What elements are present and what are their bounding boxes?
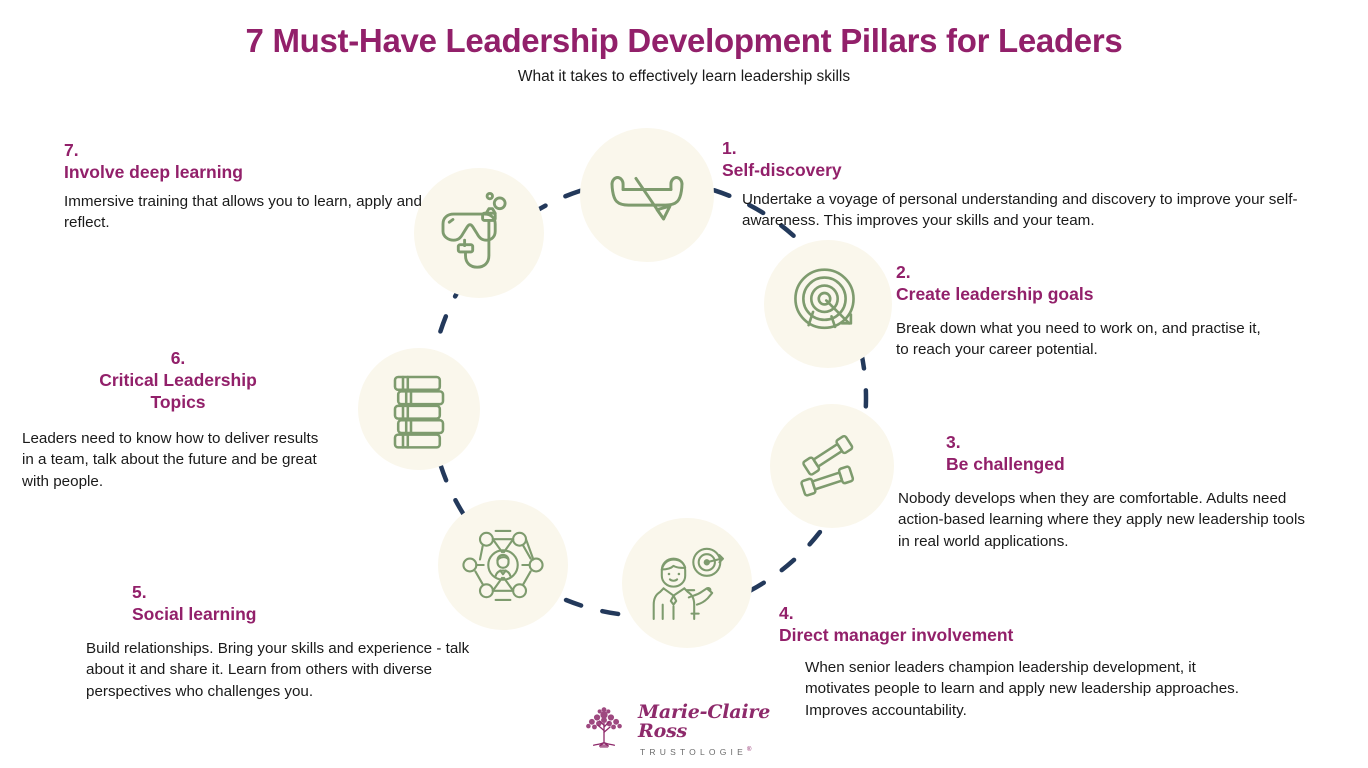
pillar-text-7: 7. Involve deep learning Immersive train… xyxy=(64,118,434,234)
tree-icon xyxy=(578,701,630,758)
pillar-body-6: Leaders need to know how to deliver resu… xyxy=(22,429,319,490)
pillar-text-6: 6. Critical Leadership Topics Leaders ne… xyxy=(22,326,334,492)
pillar-text-4: 4. Direct manager involvement When senio… xyxy=(779,581,1249,721)
pillar-title-3: Be challenged xyxy=(946,453,1065,474)
logo-brand-name: Marie-Claire Ross xyxy=(638,701,771,742)
pillar-body-7: Immersive training that allows you to le… xyxy=(64,192,422,232)
pillar-node-7[interactable] xyxy=(414,168,544,298)
pillar-number-1: 1. xyxy=(722,137,737,158)
pillar-node-2[interactable] xyxy=(764,240,892,368)
book-stack-icon xyxy=(382,369,456,449)
dumbbells-icon xyxy=(790,424,874,508)
pillar-node-5[interactable] xyxy=(438,500,568,630)
pillar-heading-5: 5. Social learning xyxy=(132,560,486,626)
pillar-node-3[interactable] xyxy=(770,404,894,528)
pillar-heading-3: 3. Be challenged xyxy=(946,410,1310,476)
pillar-title-1: Self-discovery xyxy=(722,159,842,180)
pillar-number-7: 7. xyxy=(64,139,79,160)
pillar-text-2: 2. Create leadership goals Break down wh… xyxy=(896,240,1276,361)
pillar-number-2: 2. xyxy=(896,261,911,282)
snorkel-mask-icon xyxy=(434,188,524,278)
pillar-heading-4: 4. Direct manager involvement xyxy=(779,581,1249,647)
pillar-body-4: When senior leaders champion leadership … xyxy=(805,658,1239,719)
pillar-text-3: 3. Be challenged Nobody develops when th… xyxy=(898,410,1310,552)
pillar-body-2: Break down what you need to work on, and… xyxy=(896,319,1261,359)
pillar-heading-1: 1. Self-discovery xyxy=(722,116,1302,182)
pillar-title-7: Involve deep learning xyxy=(64,161,243,182)
logo-tagline: TRUSTOLOGIE® xyxy=(640,747,790,757)
pillar-title-2: Create leadership goals xyxy=(896,283,1094,304)
pillar-body-5: Build relationships. Bring your skills a… xyxy=(86,639,470,700)
infographic-header: 7 Must-Have Leadership Development Pilla… xyxy=(0,22,1368,87)
pillar-number-5: 5. xyxy=(132,581,147,602)
canoe-paddle-icon xyxy=(601,149,693,241)
pillar-body-3: Nobody develops when they are comfortabl… xyxy=(898,489,1305,550)
page-subtitle: What it takes to effectively learn leade… xyxy=(517,67,851,85)
page-title: 7 Must-Have Leadership Development Pilla… xyxy=(245,22,1123,59)
registered-mark: ® xyxy=(746,747,756,754)
pillar-text-1: 1. Self-discovery Undertake a voyage of … xyxy=(722,116,1302,232)
target-arrow-icon xyxy=(784,260,872,348)
pillar-text-5: 5. Social learning Build relationships. … xyxy=(86,560,486,702)
pillar-node-1[interactable] xyxy=(580,128,714,262)
pillar-title-4: Direct manager involvement xyxy=(779,624,1014,645)
pillar-title-6: Critical Leadership Topics xyxy=(99,369,257,412)
logo-tagline-text: TRUSTOLOGIE xyxy=(640,747,747,757)
pillar-node-4[interactable] xyxy=(622,518,752,648)
network-person-icon xyxy=(457,519,549,611)
pillar-node-6[interactable] xyxy=(358,348,480,470)
brand-logo[interactable]: Marie-Claire Ross TRUSTOLOGIE® xyxy=(578,700,790,758)
pillar-number-6: 6. xyxy=(170,347,186,368)
pillar-number-4: 4. xyxy=(779,602,794,623)
pillar-title-5: Social learning xyxy=(132,603,257,624)
pillar-heading-2: 2. Create leadership goals xyxy=(896,240,1276,306)
pillar-number-3: 3. xyxy=(946,431,961,452)
manager-target-icon xyxy=(642,538,732,628)
pillar-body-1: Undertake a voyage of personal understan… xyxy=(742,190,1298,230)
pillar-heading-6: 6. Critical Leadership Topics xyxy=(22,326,334,414)
logo-wordmark: Marie-Claire Ross TRUSTOLOGIE® xyxy=(638,701,790,758)
pillar-heading-7: 7. Involve deep learning xyxy=(64,118,434,184)
